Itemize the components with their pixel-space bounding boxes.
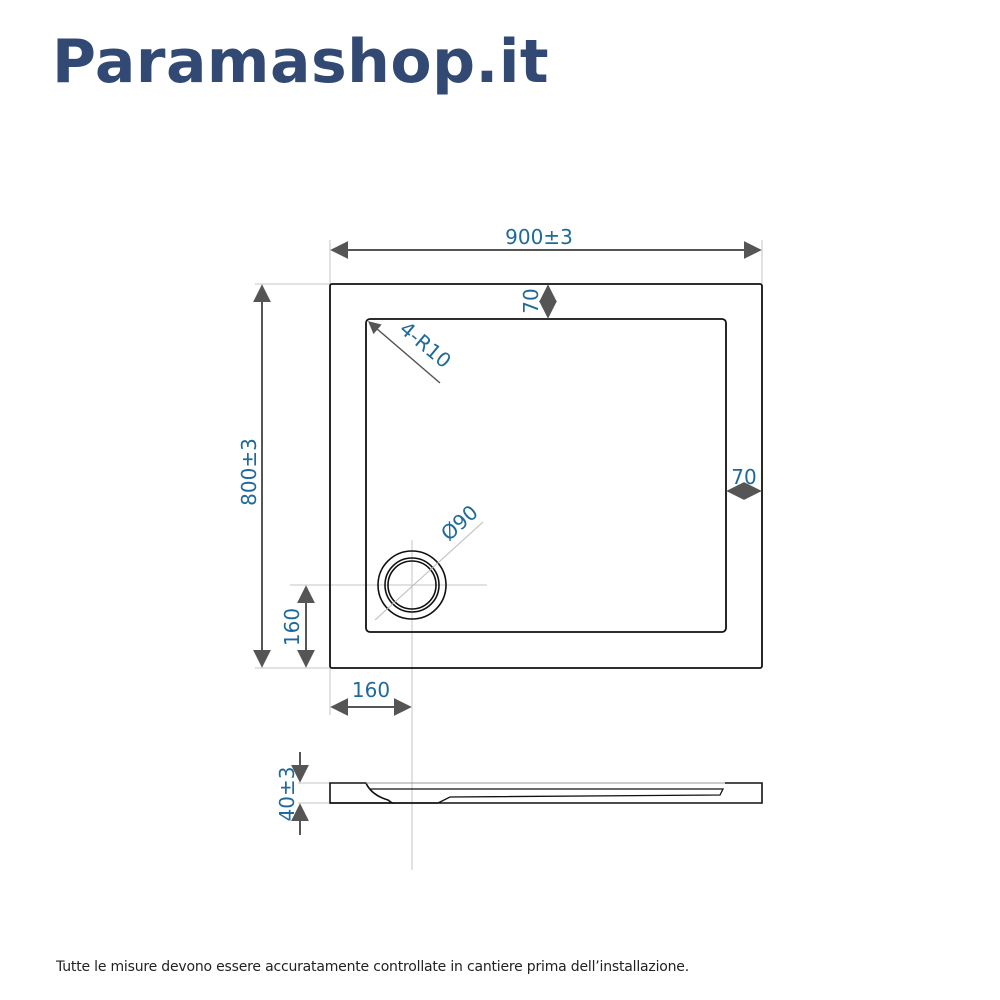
drain-diameter-leader xyxy=(374,521,484,621)
width-dimension-label: 900±3 xyxy=(505,225,573,249)
drain-icon xyxy=(377,550,447,620)
disclaimer-footnote: Tutte le misure devono essere accuratame… xyxy=(56,959,689,975)
drain-offset-x-label: 160 xyxy=(352,678,390,702)
right-rim-label: 70 xyxy=(731,465,756,489)
tray-inner-basin xyxy=(365,318,727,633)
drain-offset-y-label: 160 xyxy=(280,608,304,646)
top-rim-label: 70 xyxy=(519,288,543,313)
tray-side-profile xyxy=(329,782,763,804)
height-dimension-label: 800±3 xyxy=(237,438,261,506)
corner-radius-label: 4-R10 xyxy=(395,316,456,373)
extension-lines xyxy=(255,240,763,870)
drain-diameter-label: Ø90 xyxy=(436,500,483,545)
tray-outer-outline xyxy=(329,283,763,669)
thickness-dimension-label: 40±3 xyxy=(275,767,299,822)
brand-logo: Paramashop.it xyxy=(52,27,550,97)
dimension-arrows xyxy=(253,241,762,835)
